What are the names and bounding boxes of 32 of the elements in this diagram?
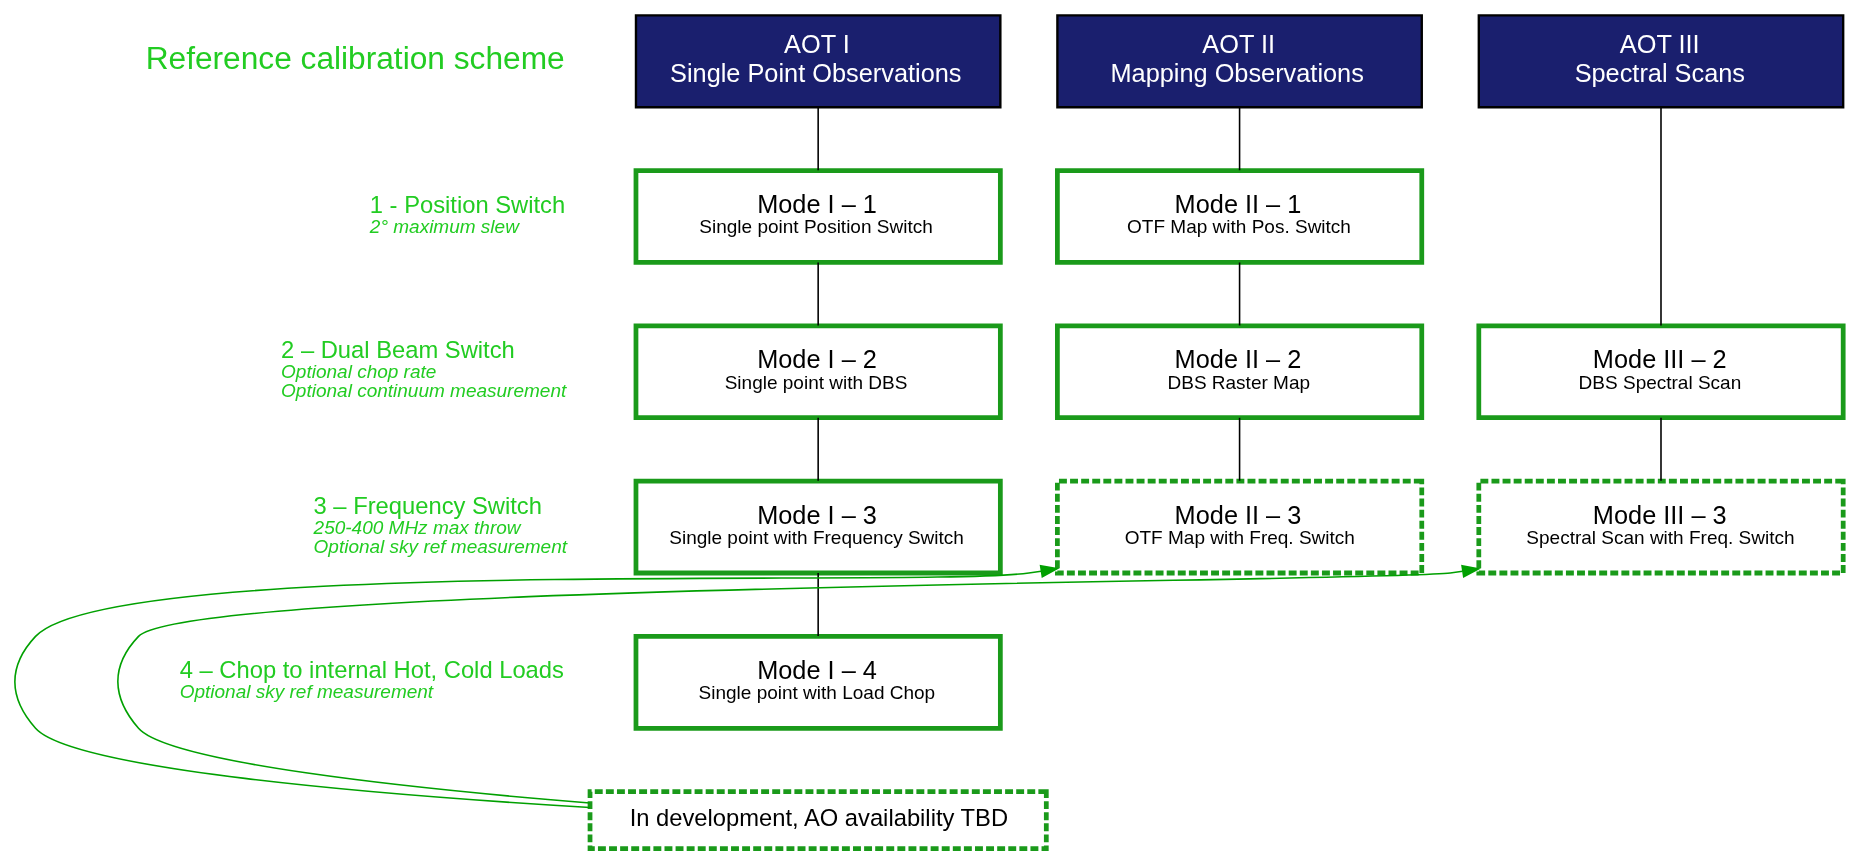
label: Reference calibration scheme	[145, 39, 565, 76]
node-box: Mode II – 2 DBS Raster Map	[1055, 322, 1425, 420]
connector	[817, 416, 819, 482]
node-box: Mode I – 4 Single point with Load Chop	[633, 633, 1003, 731]
node-box: Mode II – 1 OTF Map with Pos. Switch	[1055, 167, 1425, 265]
connector	[1238, 416, 1241, 482]
connector	[1238, 105, 1241, 171]
connector	[817, 105, 819, 171]
connector	[817, 261, 819, 326]
label: 1 - Position Switch	[369, 190, 566, 218]
node-box: Mode I – 3 Single point with Frequency Switch	[633, 478, 1003, 575]
connector	[1660, 106, 1662, 326]
node-box: AOT I Single Point Observations	[634, 13, 1002, 108]
connector	[1238, 261, 1241, 326]
label: Optional chop rate	[281, 360, 437, 382]
node-box: Mode I – 1 Single point Position Switch	[633, 167, 1003, 265]
node-box: Mode II – 3 OTF Map with Freq. Switch	[1055, 478, 1425, 575]
arrow	[117, 564, 1481, 804]
label: 4 – Chop to internal Hot, Cold Loads	[179, 655, 564, 683]
node-box: AOT III Spectral Scans	[1477, 13, 1845, 108]
node-box: In development, AO availability TBD	[587, 788, 1049, 851]
node-box: Mode III – 3 Spectral Scan with Freq. Switch	[1476, 478, 1846, 575]
label: 3 – Frequency Switch	[313, 491, 542, 519]
node-box: Mode III – 2 DBS Spectral Scan	[1476, 322, 1846, 420]
connector	[817, 571, 819, 637]
connector	[1660, 416, 1662, 482]
node-box: AOT II Mapping Observations	[1056, 13, 1423, 108]
label: Optional sky ref measurement	[313, 535, 568, 557]
node-box: Mode I – 2 Single point with DBS	[633, 322, 1003, 420]
arrow	[14, 564, 1060, 808]
label: 2° maximum slew	[369, 215, 519, 237]
label: 2 – Dual Beam Switch	[281, 335, 515, 363]
